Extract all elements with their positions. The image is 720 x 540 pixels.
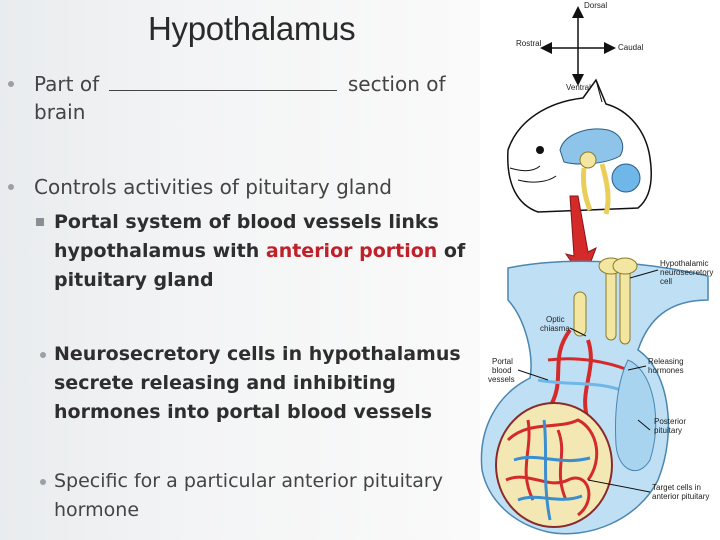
hypothalamus-pituitary-figure: Dorsal Rostral Caudal Ventral — [480, 1, 716, 535]
slide-title: Hypothalamus — [148, 10, 356, 47]
square-bullet — [36, 218, 44, 226]
sub-bullet-specific: Specific for a particular anterior pitui… — [36, 467, 476, 525]
bullet-dot — [8, 184, 14, 190]
bullet-part-of-brain: Part of section of brain — [0, 70, 470, 128]
bullet-dot — [40, 479, 46, 485]
orientation-compass: Dorsal Rostral Caudal Ventral — [516, 1, 644, 92]
compass-ventral: Ventral — [566, 83, 591, 92]
portal-text-before: Portal system of blood vessels links hyp… — [54, 211, 439, 262]
label-releasing-hormones: Releasing hormones — [648, 357, 686, 375]
label-hypothalamic-neurosecretory-cell: Hypothalamic neurosecretory cell — [660, 259, 716, 286]
cat-head-illustration — [507, 78, 652, 215]
neurosecretory-text: Neurosecretory cells in hypothalamus sec… — [54, 343, 461, 423]
compass-dorsal: Dorsal — [584, 1, 607, 10]
label-portal-blood-vessels: Portal blood vessels — [488, 357, 515, 384]
bullet-suffix: section of brain — [34, 72, 446, 124]
compass-rostral: Rostral — [516, 39, 542, 48]
bullet-text: Controls activities of pituitary gland — [34, 175, 392, 199]
portal-text-after: of pituitary gland — [54, 240, 466, 291]
bullet-controls-pituitary: Controls activities of pituitary gland — [0, 173, 470, 203]
specific-text: Specific for a particular anterior pitui… — [54, 470, 443, 521]
bullet-dot — [40, 352, 46, 358]
fill-in-blank — [109, 72, 338, 91]
sub-bullet-portal-system: Portal system of blood vessels links hyp… — [34, 208, 474, 298]
bullet-prefix: Part of — [34, 72, 106, 96]
label-optic-chiasma: Optic chiasma — [540, 315, 570, 333]
pituitary-detail — [480, 257, 709, 535]
sub-bullet-neurosecretory: Neurosecretory cells in hypothalamus sec… — [36, 340, 476, 430]
bullet-dot — [8, 81, 14, 87]
label-target-cells: Target cells in anterior pituitary — [652, 483, 709, 501]
compass-caudal: Caudal — [618, 43, 644, 52]
anterior-portion-highlight: anterior portion — [265, 240, 438, 262]
label-posterior-pituitary: Posterior pituitary — [654, 417, 688, 435]
